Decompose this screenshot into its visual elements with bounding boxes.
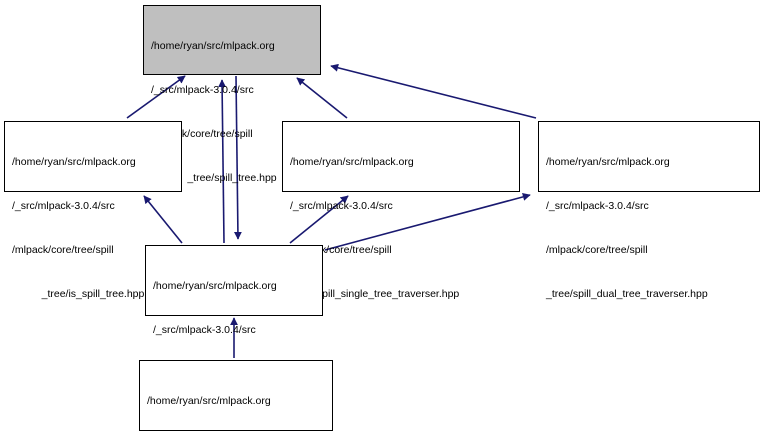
edge-dual-traverser-to-root [330, 63, 537, 119]
node-line: /home/ryan/src/mlpack.org [12, 156, 136, 169]
node-line: /_src/mlpack-3.0.4/src [290, 199, 393, 212]
node-line: /mlpack/core/tree/spill [12, 243, 114, 256]
node-line: /_src/mlpack-3.0.4/src [12, 199, 115, 212]
node-line: _tree/is_spill_tree.hpp [41, 287, 145, 300]
node-ns-model-hpp[interactable]: /home/ryan/src/mlpack.org /_src/mlpack-3… [139, 360, 333, 431]
node-line: /home/ryan/src/mlpack.org [546, 156, 670, 169]
node-is-spill-tree-hpp[interactable]: /home/ryan/src/mlpack.org /_src/mlpack-3… [4, 121, 182, 300]
node-line: /_src/mlpack-3.0.4/src [151, 83, 254, 96]
node-spill-tree-hpp-root[interactable]: /home/ryan/src/mlpack.org /_src/mlpack-3… [143, 5, 321, 184]
node-line: /mlpack/core/tree/spill [546, 243, 648, 256]
node-line: /home/ryan/src/mlpack.org [290, 156, 414, 169]
node-spill-tree-hpp-impl[interactable]: /home/ryan/src/mlpack.org /_src/mlpack-3… [145, 245, 323, 424]
node-line: /mlpack/core/tree/spill [290, 243, 392, 256]
node-spill-dual-tree-traverser-hpp[interactable]: /home/ryan/src/mlpack.org /_src/mlpack-3… [538, 121, 760, 300]
node-line: /_src/mlpack-3.0.4/src [153, 323, 256, 336]
node-spill-single-tree-traverser-hpp[interactable]: /home/ryan/src/mlpack.org /_src/mlpack-3… [282, 121, 520, 300]
node-line: /_src/mlpack-3.0.4/src [546, 199, 649, 212]
node-line: _tree/spill_tree.hpp [187, 171, 277, 184]
node-line: /home/ryan/src/mlpack.org [147, 395, 271, 408]
node-line: _tree/spill_single_tree_traverser.hpp [290, 287, 460, 300]
node-line: /home/ryan/src/mlpack.org [153, 280, 277, 293]
node-line: /home/ryan/src/mlpack.org [151, 40, 275, 53]
node-line: _tree/spill_dual_tree_traverser.hpp [546, 287, 708, 300]
